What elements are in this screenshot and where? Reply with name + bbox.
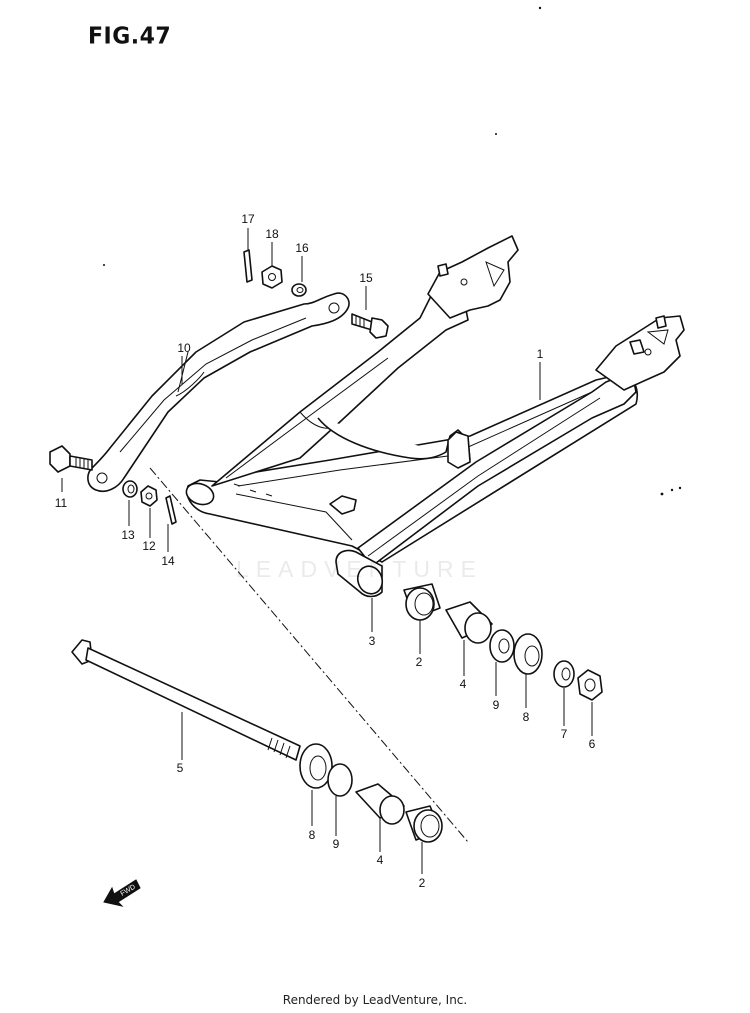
- callout-5: 5: [177, 761, 184, 775]
- figure-title: FIG.47: [88, 23, 172, 50]
- washer-part-13: [122, 480, 138, 498]
- callout-1: 1: [537, 347, 544, 361]
- callout-9-left: 9: [333, 837, 340, 851]
- callout-17: 17: [241, 212, 255, 226]
- callout-7: 7: [561, 727, 568, 741]
- nut-part-12: [140, 485, 158, 507]
- callout-3: 3: [369, 634, 376, 648]
- washer-part-9-right: [489, 629, 515, 663]
- scan-specks: [103, 6, 682, 496]
- watermark: LEADVENTURE: [236, 556, 483, 582]
- callout-11: 11: [55, 496, 68, 510]
- leader-lines: [61, 228, 593, 874]
- washer-part-9-left: [327, 763, 353, 797]
- swing-arm-part-1: [185, 235, 685, 598]
- callout-8-left: 8: [309, 828, 316, 842]
- bolt-part-11: [49, 445, 93, 473]
- cotter-pin-part-17: [243, 249, 253, 283]
- nut-part-18: [261, 265, 283, 289]
- callout-16: 16: [295, 241, 309, 255]
- bolt-part-15: [351, 313, 389, 339]
- callout-labels: 1 2 2 3 4 4 5 6 7 8 8 9 9 10 11 12 13 14…: [55, 212, 596, 890]
- callout-12: 12: [142, 539, 156, 553]
- torque-link-part-10: [87, 292, 350, 493]
- dust-seal-part-8-left: [299, 743, 333, 789]
- callout-4-right: 4: [460, 677, 467, 691]
- callout-18: 18: [265, 227, 279, 241]
- spacer-part-4-left: [355, 783, 405, 825]
- assembly-center-line: [149, 467, 469, 843]
- spacer-part-4-right: [445, 601, 493, 644]
- cotter-pin-part-14: [165, 495, 177, 525]
- callout-2-left: 2: [419, 876, 426, 890]
- callout-14: 14: [161, 554, 175, 568]
- callout-13: 13: [121, 528, 135, 542]
- forward-direction-arrow: FWD: [103, 879, 141, 907]
- washer-part-7: [553, 660, 575, 688]
- pivot-shaft-part-5: [71, 639, 301, 761]
- callout-2-right: 2: [416, 655, 423, 669]
- callout-15: 15: [359, 271, 373, 285]
- callout-4-left: 4: [377, 853, 384, 867]
- footer-credit: Rendered by LeadVenture, Inc.: [282, 993, 468, 1007]
- nut-part-6: [577, 669, 603, 701]
- washer-part-16: [291, 283, 307, 297]
- dust-seal-part-8-right: [513, 633, 543, 675]
- bearing-part-2-left: [405, 805, 443, 843]
- callout-8-right: 8: [523, 710, 530, 724]
- callout-6: 6: [589, 737, 596, 751]
- callout-10: 10: [177, 341, 191, 355]
- bearing-part-2-right: [403, 583, 441, 621]
- callout-9-right: 9: [493, 698, 500, 712]
